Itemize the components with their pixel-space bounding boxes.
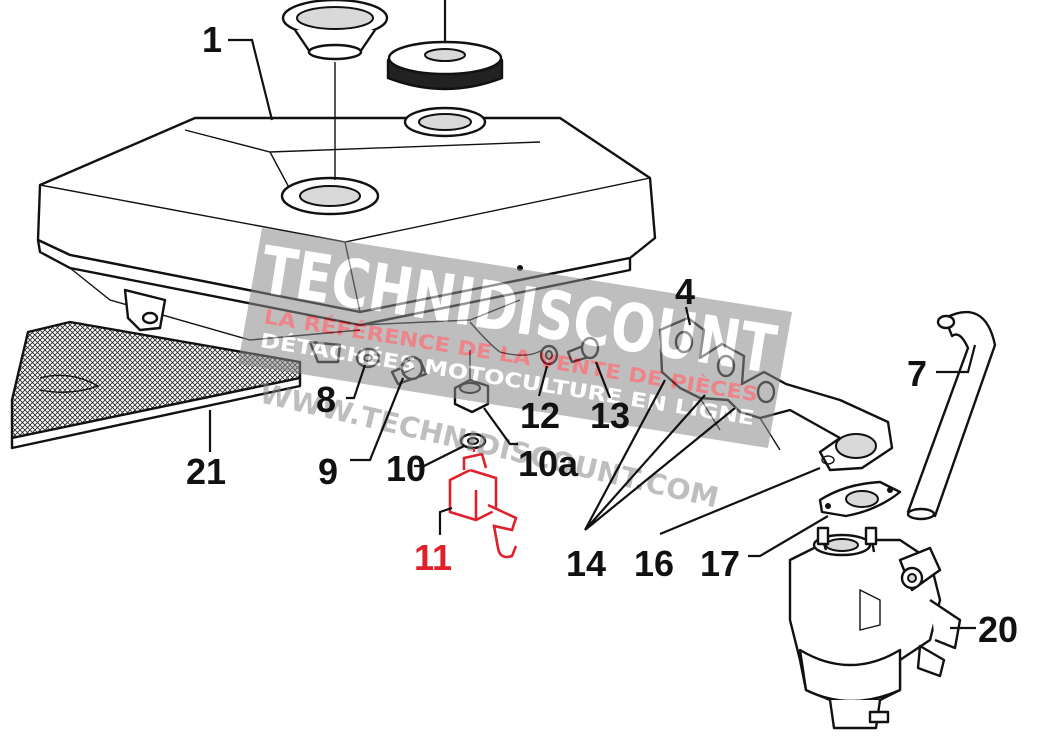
callout-12: 12 xyxy=(520,395,560,436)
callout-21: 21 xyxy=(186,451,226,492)
filler-strainer xyxy=(281,0,389,180)
callout-13: 13 xyxy=(590,395,630,436)
callout-8: 8 xyxy=(316,379,336,420)
part-7-fuel-hose xyxy=(906,310,997,521)
part-17-gasket xyxy=(818,480,902,518)
fuel-cap xyxy=(386,0,504,91)
part-21-filter-pad xyxy=(10,320,302,450)
callout-1: 1 xyxy=(202,19,222,60)
callout-14: 14 xyxy=(566,543,606,584)
callout-10: 10 xyxy=(386,448,426,489)
part-11-fuel-tap xyxy=(448,448,518,559)
callout-17: 17 xyxy=(700,543,740,584)
callout-4: 4 xyxy=(675,271,695,312)
callout-11: 11 xyxy=(414,537,452,578)
callout-9: 9 xyxy=(318,451,338,492)
callout-10a: 10a xyxy=(518,443,579,484)
callout-20: 20 xyxy=(978,609,1018,650)
callout-16: 16 xyxy=(634,543,674,584)
leader-lines xyxy=(208,38,977,630)
callout-7: 7 xyxy=(907,353,927,394)
callout-labels: 1 4 7 8 9 10 10a 11 12 13 14 16 17 20 21 xyxy=(186,19,1018,650)
part-20-carburettor xyxy=(788,526,962,730)
